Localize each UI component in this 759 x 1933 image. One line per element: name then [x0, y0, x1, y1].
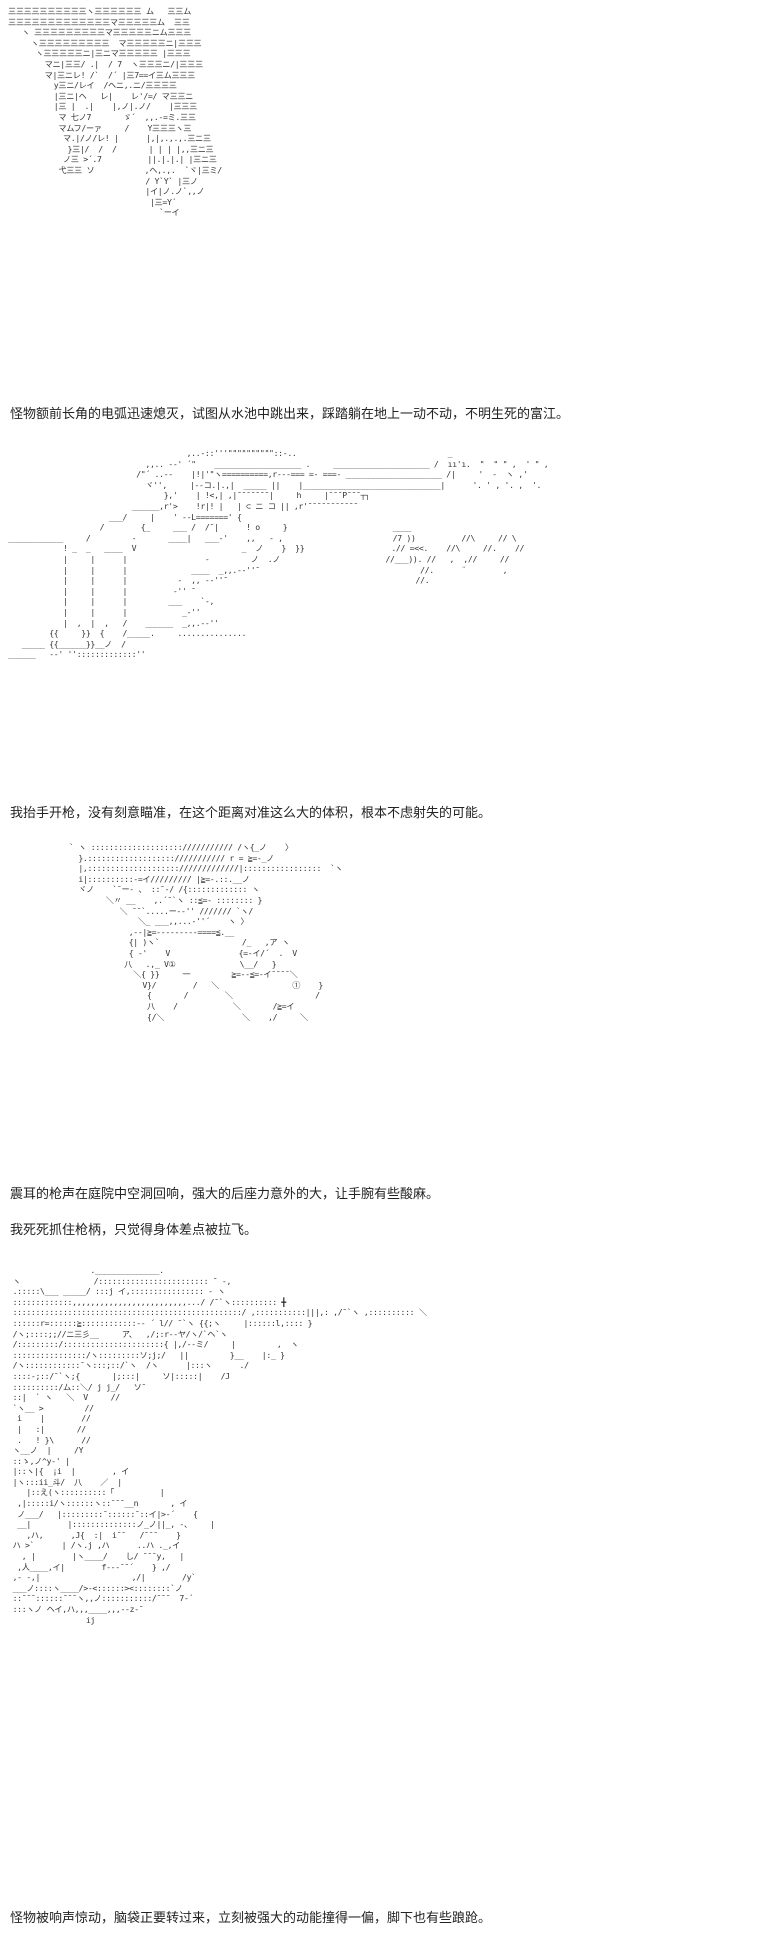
- caption-monster-staggers: 怪物被响声惊动，脑袋正要转过来，立刻被强大的动能撞得一偏，脚下也有些踉跄。: [10, 1911, 492, 1926]
- ascii-art-gun-firing: ,..-::'''""""""""""::-.. _ ,,.. -‐' ´" _…: [8, 448, 549, 660]
- caption-gunshot-echo: 震耳的枪声在庭院中空洞回响，强大的后座力意外的大，让手腕有些酸麻。: [10, 1187, 440, 1202]
- ascii-art-monster: 三三三三三三三三三三ヽ三三三三三三 ム 三三ム 三三三三三三三三三三三三三マ三三…: [8, 6, 222, 218]
- caption-grip-handle: 我死死抓住枪柄，只觉得身体差点被拉飞。: [10, 1223, 258, 1238]
- caption-fire-gun: 我抬手开枪，没有刻意瞄准，在这个距离对准这么大的体积，根本不虑射失的可能。: [10, 806, 492, 821]
- ascii-art-monster-hit: .______________. ヽ /::::::::::::::::::::…: [12, 1265, 427, 1625]
- caption-monster-escape: 怪物额前长角的电弧迅速熄灭，试图从水池中跳出来，踩踏躺在地上一动不动，不明生死的…: [10, 407, 570, 422]
- ascii-art-shooter: ` ヽ :::::::::::::::::::://///////// /ヽ{_…: [69, 842, 343, 1022]
